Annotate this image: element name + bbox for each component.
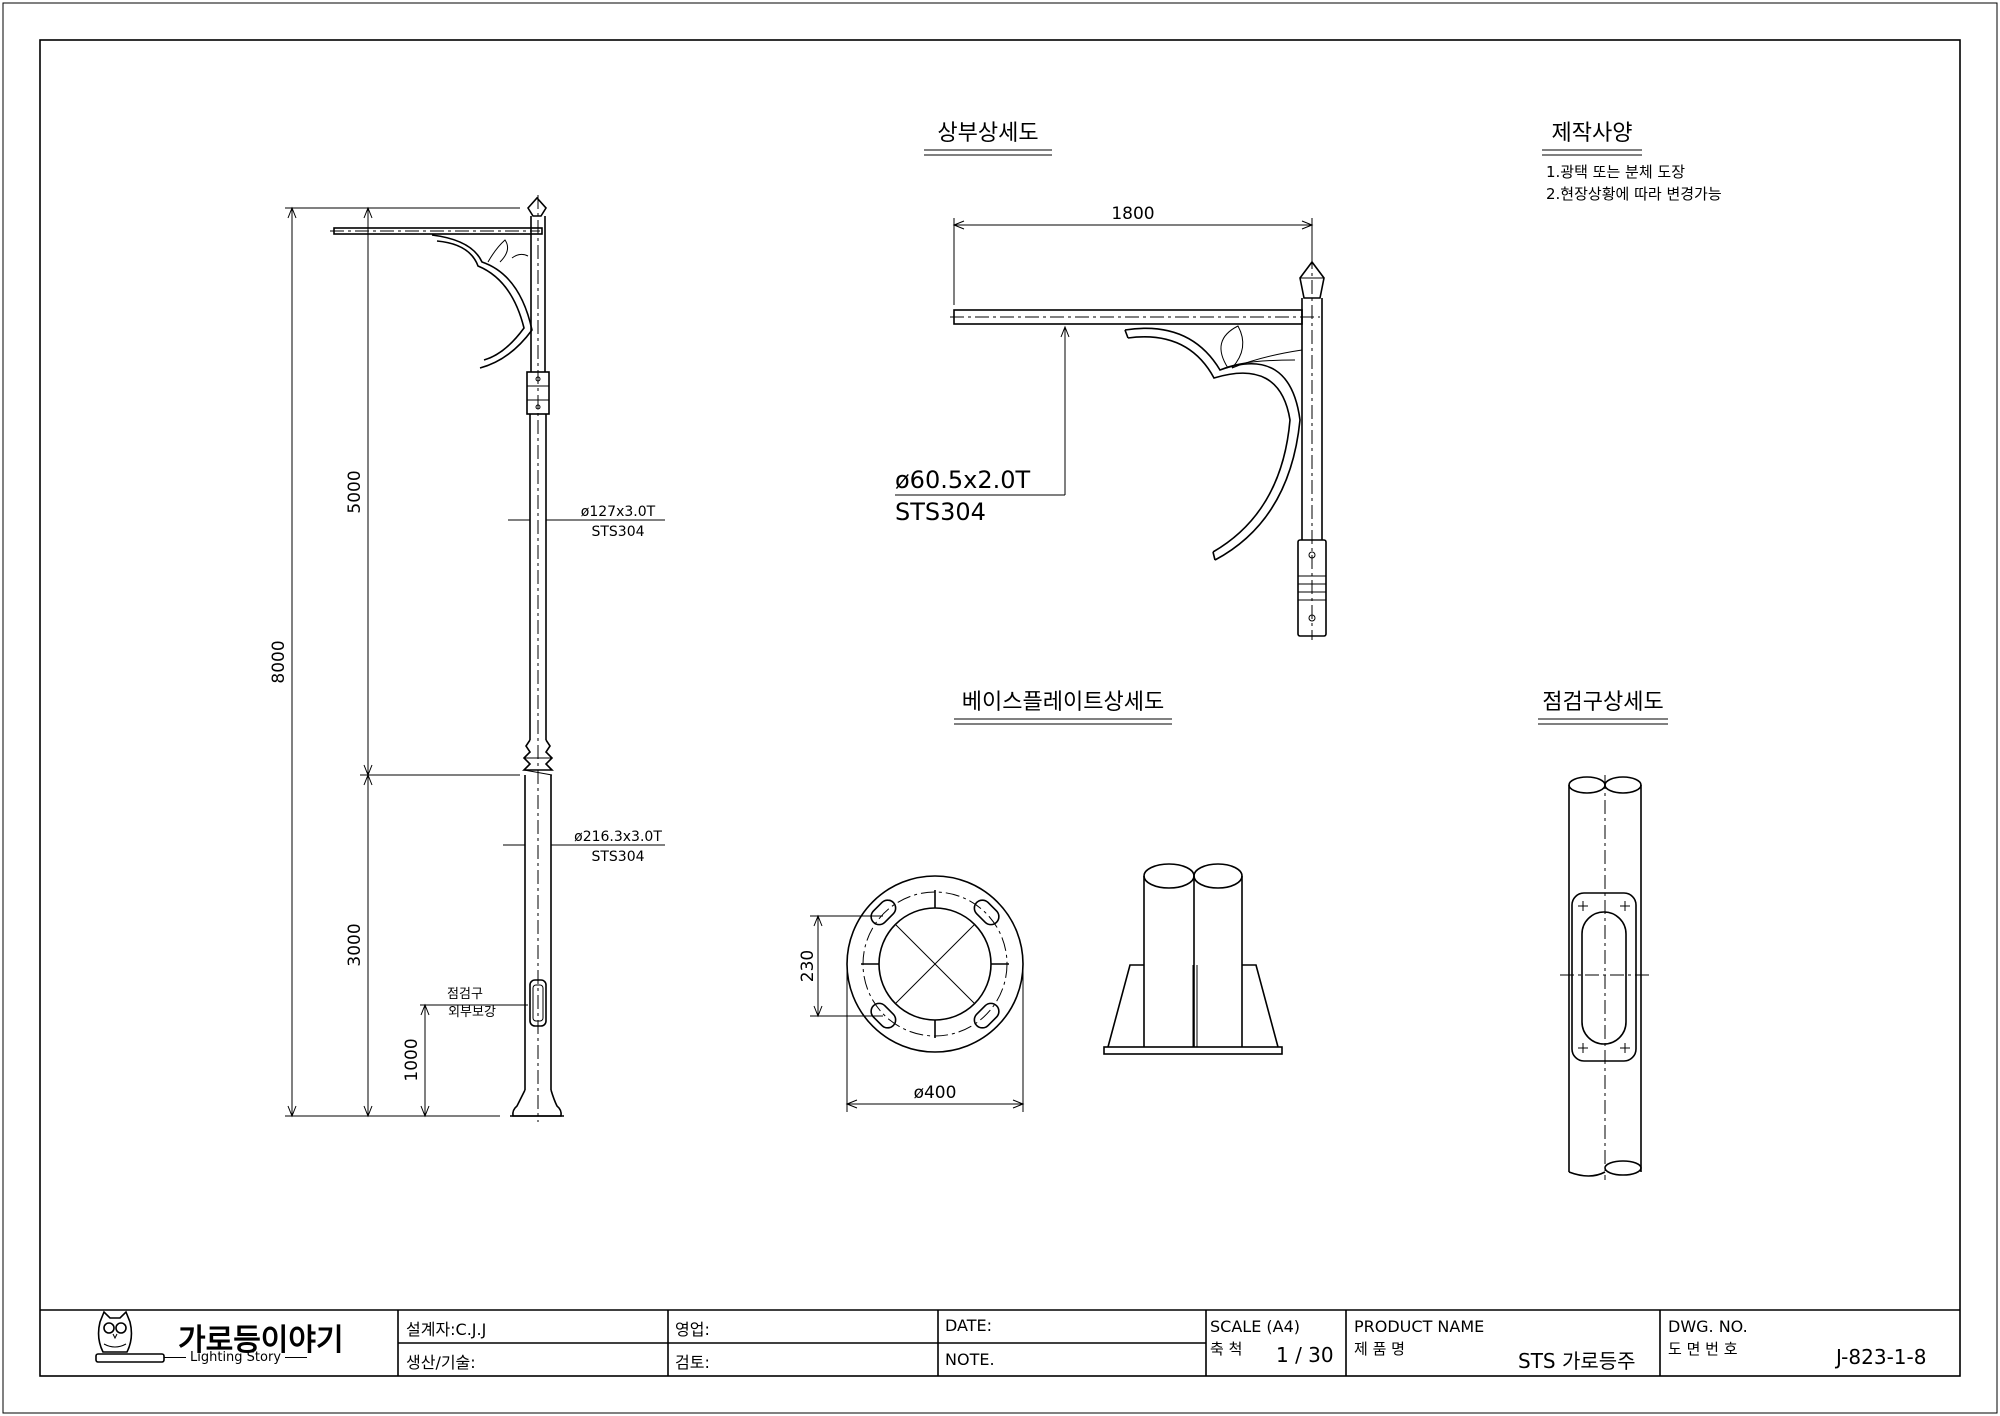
product-label: PRODUCT NAME xyxy=(1354,1317,1485,1336)
spec-notes: 제작사양 1.광택 또는 분체 도장 2.현장상황에 따라 변경가능 xyxy=(1542,121,1722,203)
logo-name: 가로등이야기 xyxy=(178,1323,344,1358)
sales-field: 영업: xyxy=(675,1320,710,1339)
review-field: 검토: xyxy=(675,1353,710,1372)
dwg-label-kr: 도 면 번 호 xyxy=(1668,1340,1738,1358)
arm-pipe-spec: ø60.5x2.0T xyxy=(895,466,1030,494)
spec-note-2: 2.현장상황에 따라 변경가능 xyxy=(1546,185,1722,203)
hatch-label-1: 점검구 xyxy=(447,987,483,1002)
lower-pipe-material: STS304 xyxy=(591,849,644,865)
spec-title: 제작사양 xyxy=(1552,121,1633,146)
scale-label: SCALE (A4) xyxy=(1210,1317,1300,1336)
base-plate-title: 베이스플레이트상세도 xyxy=(962,690,1164,715)
product-name: STS 가로등주 xyxy=(1518,1349,1636,1373)
dwg-number: J-823-1-8 xyxy=(1836,1345,1927,1369)
arm-pipe-material: STS304 xyxy=(895,498,986,526)
arm-length-dim: 1800 xyxy=(1111,204,1154,224)
bolt-spacing-dim: 230 xyxy=(798,950,818,982)
date-field: DATE: xyxy=(945,1316,993,1335)
spec-note-1: 1.광택 또는 분체 도장 xyxy=(1546,163,1685,181)
drawing-frame xyxy=(39,39,1961,1377)
dim-upper: 5000 xyxy=(345,470,365,513)
dim-total: 8000 xyxy=(269,640,289,683)
logo-subtitle: Lighting Story xyxy=(164,1350,308,1365)
scale-value: 1 / 30 xyxy=(1276,1343,1334,1367)
owl-logo-icon xyxy=(95,1310,165,1363)
hatch-label-2: 외부보강 xyxy=(448,1005,496,1020)
production-field: 생산/기술: xyxy=(406,1353,476,1372)
designer-field: 설계자:C.J.J xyxy=(406,1320,487,1339)
product-label-kr: 제 품 명 xyxy=(1354,1340,1405,1358)
inspection-hatch-view: 점검구상세도 xyxy=(1538,690,1668,1180)
top-detail-view: 상부상세도 1800 xyxy=(895,121,1327,640)
top-detail-title: 상부상세도 xyxy=(937,121,1038,146)
dwg-label: DWG. NO. xyxy=(1668,1317,1748,1336)
note-field: NOTE. xyxy=(945,1350,995,1369)
base-plate-diameter: ø400 xyxy=(914,1083,957,1103)
logo-sub-text: Lighting Story xyxy=(190,1350,282,1365)
upper-pipe-material: STS304 xyxy=(591,524,644,540)
dim-lower: 3000 xyxy=(345,923,365,966)
scale-label-kr: 축 척 xyxy=(1210,1340,1243,1358)
lower-pipe-spec: ø216.3x3.0T xyxy=(574,829,662,845)
inspection-title: 점검구상세도 xyxy=(1542,690,1663,715)
title-block-grid xyxy=(40,1309,1960,1376)
main-pole-elevation: 8000 5000 3000 1000 ø127x3.0T STS304 ø21… xyxy=(269,195,665,1122)
base-plate-view: 베이스플레이트상세도 230 ø400 xyxy=(798,690,1283,1112)
upper-pipe-spec: ø127x3.0T xyxy=(581,504,656,520)
dim-hatch-height: 1000 xyxy=(402,1038,422,1081)
